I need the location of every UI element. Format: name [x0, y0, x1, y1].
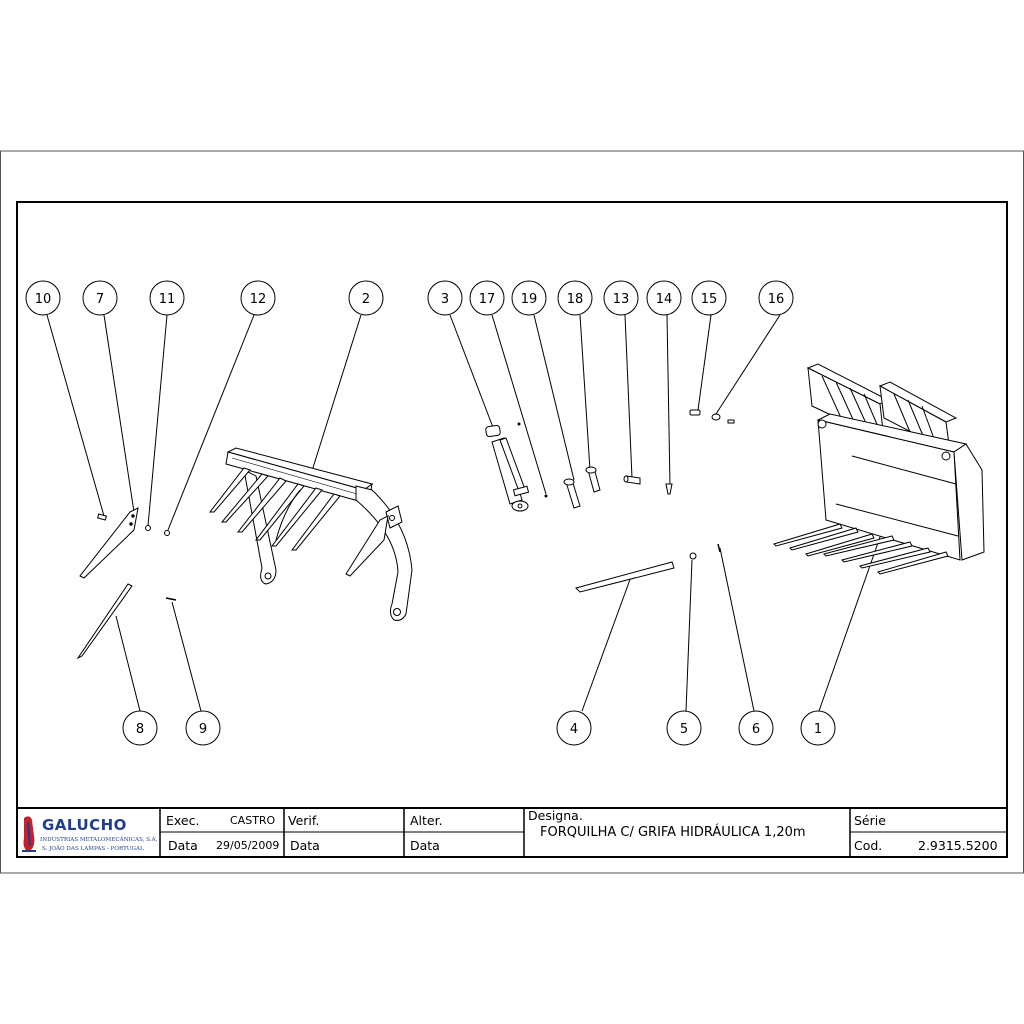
- part-nut-5: [689, 552, 697, 560]
- part-pin-9: [165, 597, 177, 601]
- balloon-label: 13: [613, 292, 630, 307]
- exec-value: CASTRO: [230, 814, 276, 827]
- balloon-label: 1: [814, 722, 822, 737]
- cod-label: Cod.: [854, 838, 883, 853]
- balloon-label: 5: [680, 722, 688, 737]
- part-grapple-arm: [208, 447, 413, 621]
- balloon: 17: [469, 280, 505, 316]
- leader-lines: [46, 314, 901, 712]
- balloon: 14: [646, 280, 682, 316]
- part-pin-19: [563, 478, 581, 509]
- part-side-plate-right: [345, 515, 389, 577]
- balloon: 10: [25, 280, 61, 316]
- date-value: 29/05/2009: [216, 839, 280, 852]
- balloon: 3: [427, 280, 463, 316]
- balloon-label: 15: [701, 292, 718, 307]
- balloon: 4: [556, 710, 592, 746]
- balloons: 10 7 11 12 2 3 17 19 18 13 14 15 16 8 9 …: [25, 280, 836, 746]
- part-washer-16: [711, 413, 735, 424]
- part-hydraulic-cylinder: [485, 424, 530, 512]
- part-side-plate: [79, 507, 139, 579]
- balloon-label: 16: [768, 292, 785, 307]
- balloon: 5: [666, 710, 702, 746]
- balloon: 1: [800, 710, 836, 746]
- company-location: S. JOÃO DAS LAMPAS - PORTUGAL: [42, 846, 144, 852]
- exec-label: Exec.: [166, 813, 200, 828]
- part-nut-11: [145, 525, 151, 531]
- cod-value: 2.9315.5200: [918, 838, 998, 853]
- balloon-label: 6: [752, 722, 760, 737]
- title-block-grid: [16, 807, 1008, 858]
- designation-label: Designa.: [528, 808, 583, 823]
- verif-date-label: Data: [290, 838, 320, 853]
- balloon: 13: [603, 280, 639, 316]
- part-pin-6: [717, 543, 721, 553]
- date-label: Data: [168, 838, 198, 853]
- balloon-label: 14: [656, 292, 673, 307]
- part-small-17b: [544, 494, 548, 498]
- part-bolt-15: [689, 409, 701, 416]
- company-subtitle: INDÚSTRIAS METALOMECÂNICAS, S.A.: [40, 837, 158, 843]
- balloon-label: 11: [159, 292, 176, 307]
- verif-label: Verif.: [288, 813, 320, 828]
- balloon: 12: [240, 280, 276, 316]
- balloon-label: 8: [136, 722, 144, 737]
- balloon: 8: [122, 710, 158, 746]
- balloon-label: 9: [199, 722, 207, 737]
- company-logo-icon: [22, 816, 36, 852]
- balloon-label: 19: [521, 292, 538, 307]
- balloon-label: 18: [567, 292, 584, 307]
- balloon-label: 4: [570, 722, 578, 737]
- balloon-label: 12: [250, 292, 267, 307]
- balloon-label: 3: [441, 292, 449, 307]
- alter-label: Alter.: [410, 813, 443, 828]
- balloon: 18: [557, 280, 593, 316]
- company-name: GALUCHO: [42, 816, 127, 834]
- part-nut-12: [164, 530, 170, 536]
- designation-value: FORQUILHA C/ GRIFA HIDRÁULICA 1,20m: [540, 825, 806, 840]
- balloon: 19: [511, 280, 547, 316]
- part-pin-10: [97, 513, 107, 521]
- part-bolt-14: [665, 483, 673, 495]
- balloon: 15: [691, 280, 727, 316]
- part-pin-18: [585, 466, 601, 493]
- alter-date-label: Data: [410, 838, 440, 853]
- part-tine-8: [76, 583, 133, 660]
- balloon-label: 17: [479, 292, 496, 307]
- balloon: 2: [348, 280, 384, 316]
- balloon-label: 7: [96, 292, 104, 307]
- serie-label: Série: [854, 813, 886, 828]
- balloon-label: 2: [362, 292, 370, 307]
- part-small-17: [517, 422, 521, 426]
- balloon: 7: [82, 280, 118, 316]
- part-tine-4: [575, 561, 675, 593]
- balloon-label: 10: [35, 292, 52, 307]
- part-pin-13: [623, 475, 641, 485]
- balloon: 11: [149, 280, 185, 316]
- part-fork-frame: [773, 363, 985, 575]
- balloon: 6: [738, 710, 774, 746]
- balloon: 9: [185, 710, 221, 746]
- balloon: 16: [758, 280, 794, 316]
